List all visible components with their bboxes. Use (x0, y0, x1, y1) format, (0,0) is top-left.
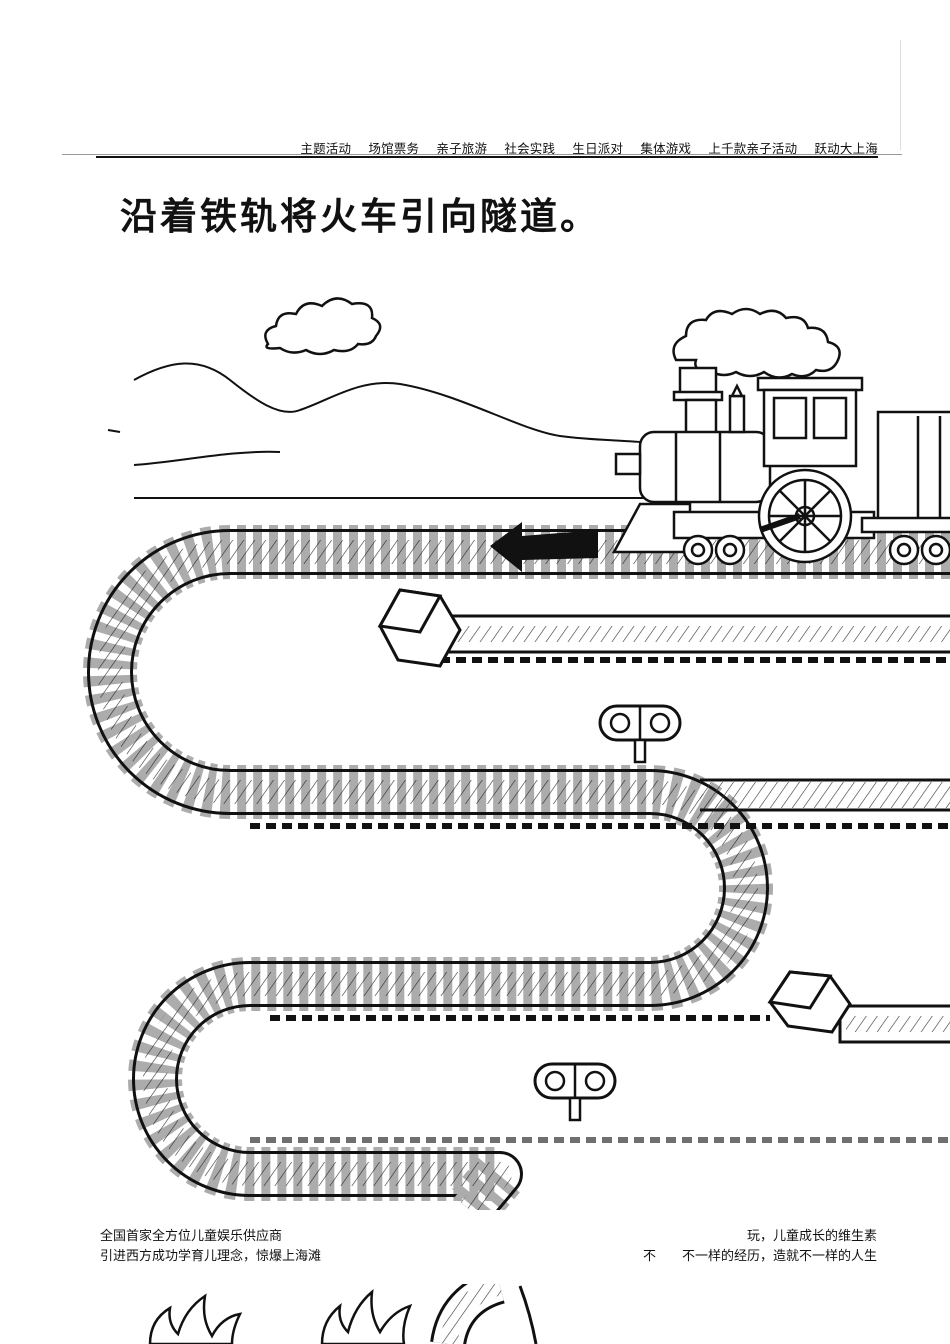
steam-locomotive (611, 307, 950, 566)
plant-icon (148, 1293, 243, 1344)
track-buffer-stop (767, 970, 852, 1034)
footer-left-line1: 全国首家全方位儿童娱乐供应商 (100, 1229, 283, 1244)
page-edge (900, 40, 901, 150)
nav-item[interactable]: 场馆票务 (368, 141, 420, 156)
track-buffer-stop (377, 588, 462, 668)
footer-left-line2: 引进西方成功学育儿理念，惊爆上海滩 (100, 1249, 322, 1264)
direction-arrow-icon (490, 522, 598, 572)
page-title: 沿着铁轨将火车引向隧道。 (120, 195, 600, 238)
footer-right-line2-a: 不 (642, 1249, 656, 1264)
track-switch-lever[interactable] (533, 1062, 617, 1122)
hills (107, 362, 680, 499)
header-rule-thin (62, 154, 902, 155)
header-nav: 主题活动 场馆票务 亲子旅游 社会实践 生日派对 集体游戏 上千款亲子活动 跃动… (96, 138, 878, 158)
footer-right-line2: 不 不一样的经历，造就不一样的人生 (643, 1247, 877, 1267)
next-page-illustration-fragment (148, 1284, 538, 1344)
nav-item[interactable]: 集体游戏 (640, 141, 692, 156)
railway-track-branch-lower (250, 1004, 950, 1143)
nav-item[interactable]: 生日派对 (572, 141, 624, 156)
nav-item[interactable]: 主题活动 (300, 141, 352, 156)
nav-item[interactable]: 社会实践 (504, 141, 556, 156)
footer-right: 玩，儿童成长的维生素 不 不一样的经历，造就不一样的人生 (643, 1227, 877, 1267)
railway-track (83, 525, 950, 1210)
railway-track-branch-mid (250, 778, 950, 829)
train-maze-illustration (83, 297, 950, 1210)
nav-item[interactable]: 亲子旅游 (436, 141, 488, 156)
nav-item[interactable]: 跃动大上海 (814, 141, 878, 156)
railway-track-fragment (430, 1284, 538, 1344)
footer-right-line2-b: 不一样的经历，造就不一样的人生 (681, 1249, 877, 1264)
footer-right-line1: 玩，儿童成长的维生素 (746, 1229, 877, 1244)
nav-item[interactable]: 上千款亲子活动 (708, 141, 798, 156)
cloud-icon (264, 297, 382, 356)
footer-left: 全国首家全方位儿童娱乐供应商 引进西方成功学育儿理念，惊爆上海滩 (100, 1227, 321, 1267)
plant-icon (320, 1289, 413, 1344)
railway-track-branch-upper (438, 614, 950, 663)
track-switch-lever[interactable] (598, 704, 682, 764)
header-rule (96, 156, 878, 158)
